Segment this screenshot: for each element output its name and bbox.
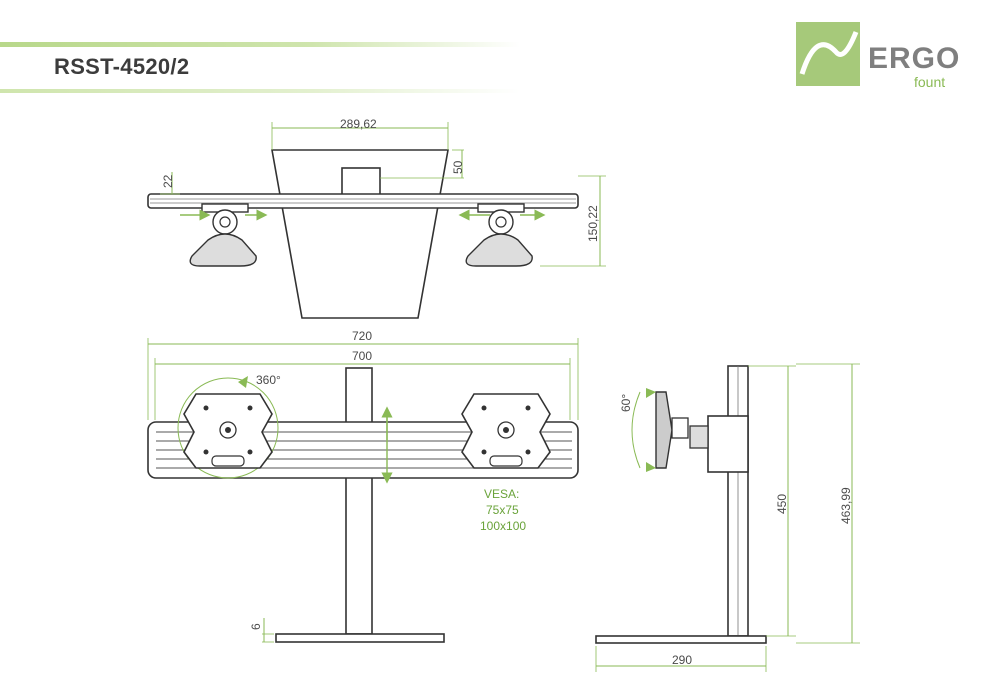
- dim-top-total-depth: 150,22: [586, 205, 600, 242]
- front-view-base: [275, 633, 445, 643]
- top-view-clamp: [341, 167, 381, 197]
- brand-logo: ERGO fount: [796, 22, 968, 102]
- dim-side-tilt: 60°: [619, 394, 633, 412]
- dim-side-base-width: 290: [672, 653, 692, 667]
- logo-word: ERGO: [868, 42, 961, 75]
- top-view-desk-plate: [271, 149, 449, 319]
- dim-side-height: 450: [775, 494, 789, 514]
- side-view-base: [595, 635, 767, 644]
- side-view-bar-clamp: [707, 415, 749, 473]
- header-stripe-bottom: [0, 89, 520, 93]
- top-view-right-head: [458, 203, 546, 267]
- front-view-pole: [345, 367, 373, 635]
- dim-rotation: 360°: [256, 373, 281, 387]
- front-view-left-vesa-plate: [177, 376, 279, 479]
- side-view-vesa-plate: [655, 391, 673, 469]
- vesa-size-75: 75x75: [486, 503, 519, 517]
- dim-top-bar-height: 22: [161, 174, 175, 188]
- logo-sub: fount: [914, 74, 946, 90]
- dim-base-thickness: 6: [249, 623, 263, 630]
- logo-swoosh-icon: [799, 31, 859, 75]
- dim-front-outer-width: 720: [352, 329, 372, 343]
- front-view: 720 700 360°: [147, 329, 579, 643]
- dim-front-inner-width: 700: [352, 349, 372, 363]
- logo-emblem: [796, 22, 860, 86]
- dim-top-depth: 50: [451, 160, 465, 174]
- top-view: 289,62 50 22 150,22: [147, 117, 606, 319]
- dim-top-width: 289,62: [340, 117, 377, 131]
- side-view: 60° 450 463,99 290: [595, 363, 860, 672]
- top-view-left-head: [180, 203, 268, 267]
- dim-side-total-height: 463,99: [839, 487, 853, 524]
- model-title: RSST-4520/2: [54, 54, 190, 79]
- front-view-right-vesa-plate: [461, 393, 551, 469]
- vesa-size-100: 100x100: [480, 519, 526, 533]
- vesa-label: VESA:: [484, 487, 519, 501]
- header-stripe-top: [0, 42, 520, 47]
- top-view-bar: [147, 193, 579, 209]
